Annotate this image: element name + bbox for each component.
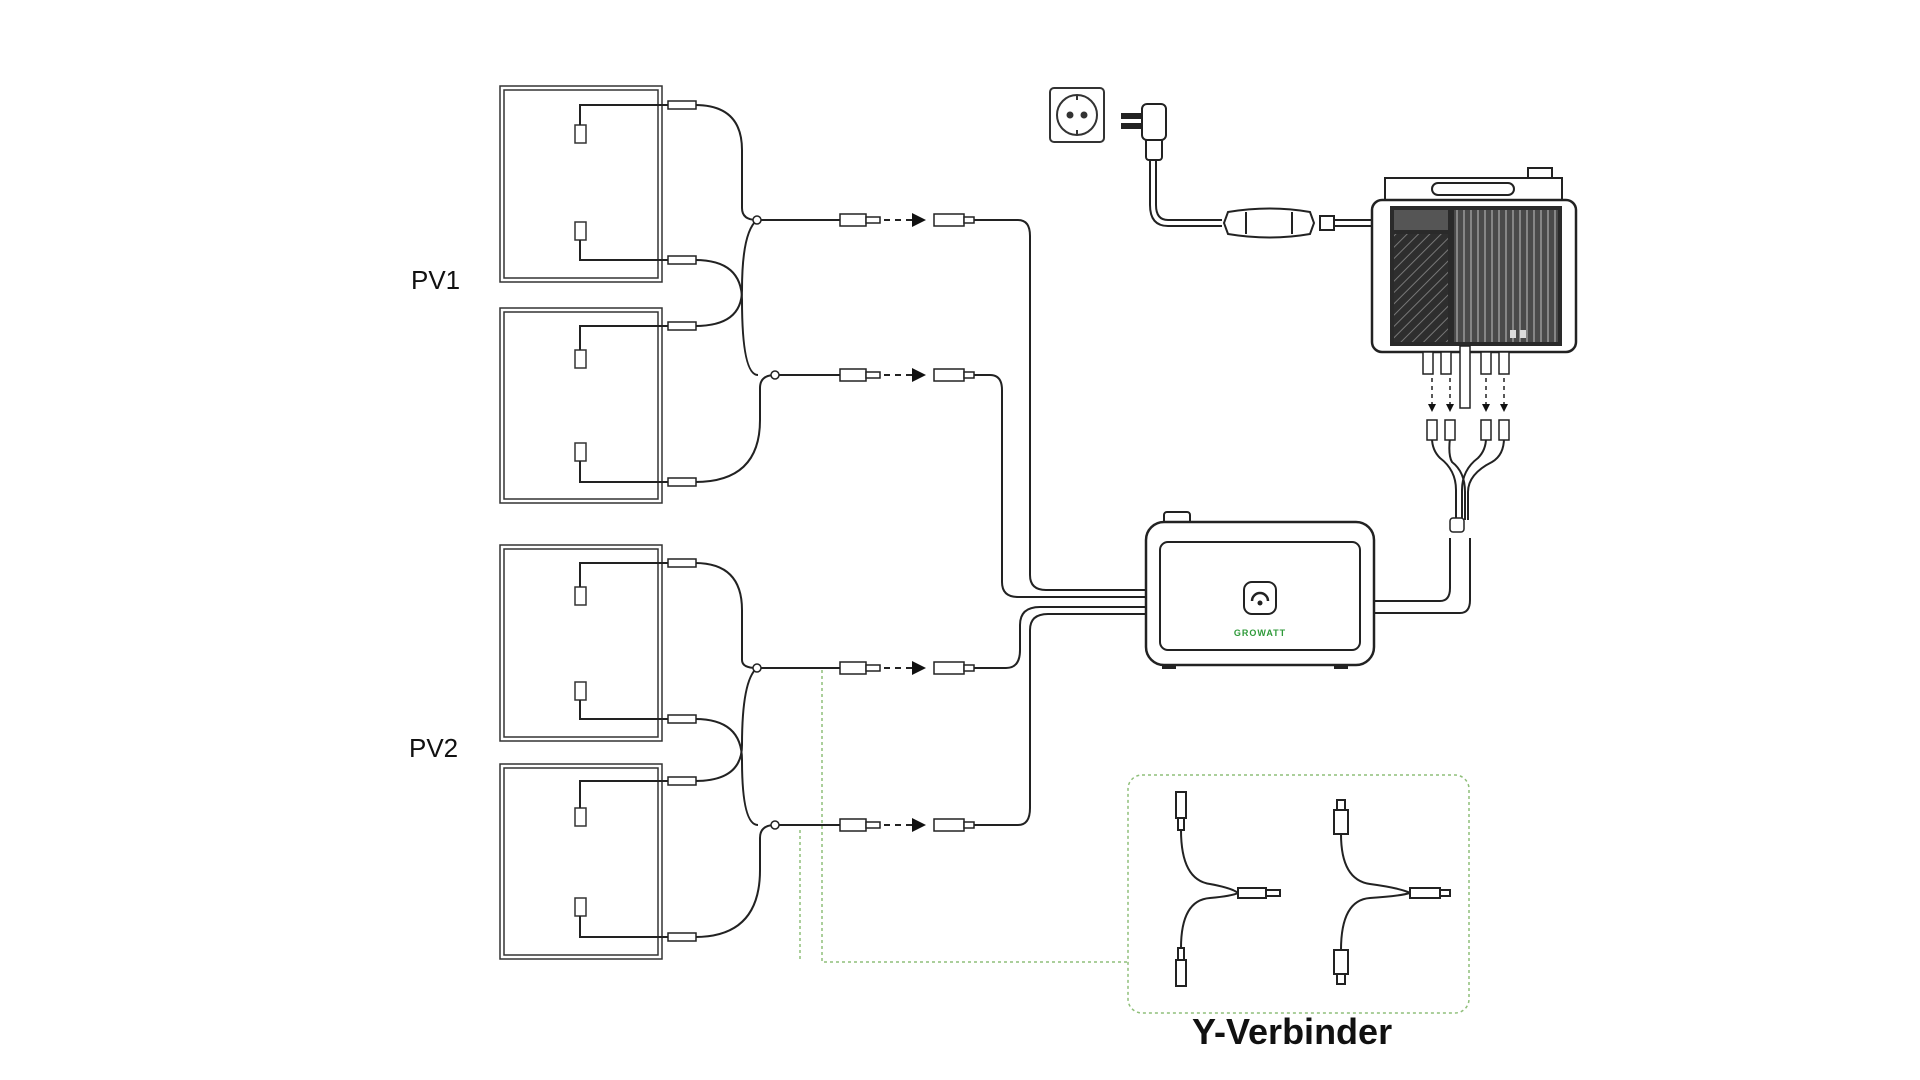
- battery-inverter-cables: [1374, 437, 1505, 614]
- y-connector-title: Y-Verbinder: [1192, 1011, 1393, 1052]
- power-icon: [1243, 581, 1277, 615]
- battery-input-cables: [974, 219, 1146, 826]
- ac-cable: [1149, 158, 1372, 239]
- panel-connectors: [667, 100, 780, 942]
- y-connector-box: [1127, 774, 1470, 1014]
- y-connector-left: [1175, 791, 1281, 987]
- socket-icon: [1049, 87, 1105, 143]
- brand-logo: GROWATT: [1234, 628, 1286, 638]
- mc4-connectors: [839, 213, 975, 832]
- solar-panel-2: [499, 307, 663, 504]
- panel-cables: [579, 104, 840, 938]
- pv1-label: PV1: [411, 265, 461, 295]
- pv2-label: PV2: [409, 733, 459, 763]
- y-splitter-node: [1449, 517, 1465, 533]
- plug-icon: [1121, 103, 1167, 161]
- arrow-right-icon: [912, 213, 926, 832]
- arrow-down-icon: [1428, 404, 1508, 412]
- inverter-plug-connectors: [1426, 419, 1510, 441]
- solar-panel-1: [499, 85, 663, 283]
- solar-panel-3: [499, 544, 663, 742]
- y-connector-right: [1333, 799, 1451, 985]
- y-connector-callout-lines: [799, 670, 1128, 963]
- micro-inverter: [1370, 167, 1578, 409]
